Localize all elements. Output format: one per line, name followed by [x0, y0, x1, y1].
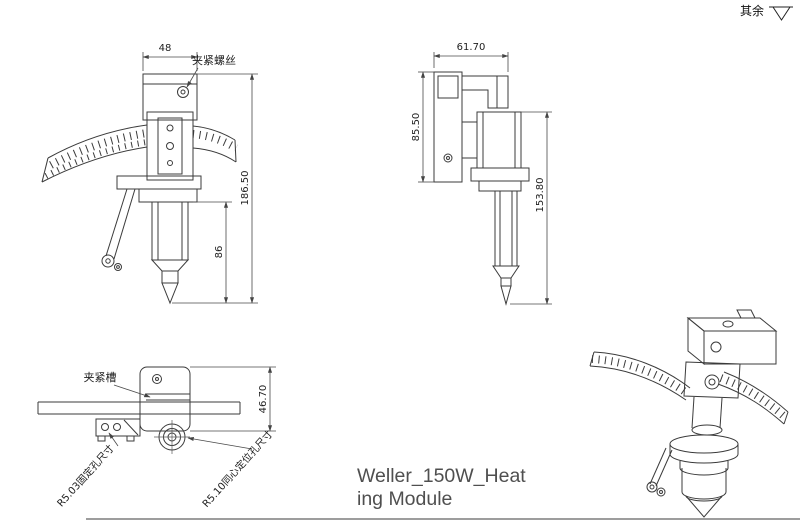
top-dim-height-text: 46.70	[258, 385, 269, 414]
isometric-view	[589, 309, 789, 518]
front-scale-ticks	[44, 129, 239, 179]
top-view: 夹紧槽 46.70 R5.03固定孔尺寸 R5.10同心定位孔尺寸	[37, 366, 276, 510]
locating-hole-label: R5.10同心定位孔尺寸	[199, 427, 275, 509]
front-dim-width-text: 48	[159, 43, 172, 54]
side-view: 61.70 85.50 153.80	[411, 42, 552, 306]
top-dim-height	[190, 366, 276, 432]
surface-finish-icon	[769, 6, 794, 21]
front-dim-heater	[172, 201, 258, 304]
locating-hole-leader	[187, 436, 253, 450]
top-view-geometry	[37, 366, 241, 451]
clamp-slot-leader	[113, 384, 151, 398]
clamp-slot-label: 夹紧槽	[84, 371, 117, 384]
front-view-geometry	[41, 73, 237, 305]
corner-note: 其余	[740, 2, 796, 22]
title-line1: Weller_150W_Heat	[357, 465, 526, 487]
side-dim-width	[433, 52, 509, 72]
corner-note-label: 其余	[740, 4, 765, 18]
front-dim-total	[197, 73, 258, 304]
top-view-centerlines	[154, 420, 190, 454]
front-dim-total-text: 186.50	[240, 171, 251, 206]
clamp-screw-leader	[186, 67, 199, 88]
front-dim-heater-text: 86	[214, 246, 225, 259]
fixing-hole-leader	[108, 432, 119, 447]
side-dim-total	[510, 111, 552, 305]
side-view-geometry	[433, 71, 530, 306]
side-dim-body	[418, 71, 434, 183]
isometric-geometry	[589, 309, 789, 518]
clamp-screw-label: 夹紧螺丝	[192, 54, 236, 67]
drawing-title: Weller_150W_Heat ing Module	[357, 465, 526, 511]
side-dim-body-text: 85.50	[411, 113, 422, 142]
title-line2: ing Module	[357, 488, 453, 510]
front-dim-width	[142, 52, 198, 71]
front-view: 48 夹紧螺丝 86 186.50	[41, 43, 258, 305]
side-dim-width-text: 61.70	[457, 42, 486, 53]
side-dim-total-text: 153.80	[535, 178, 546, 213]
fixing-hole-label: R5.03固定孔尺寸	[54, 442, 117, 510]
